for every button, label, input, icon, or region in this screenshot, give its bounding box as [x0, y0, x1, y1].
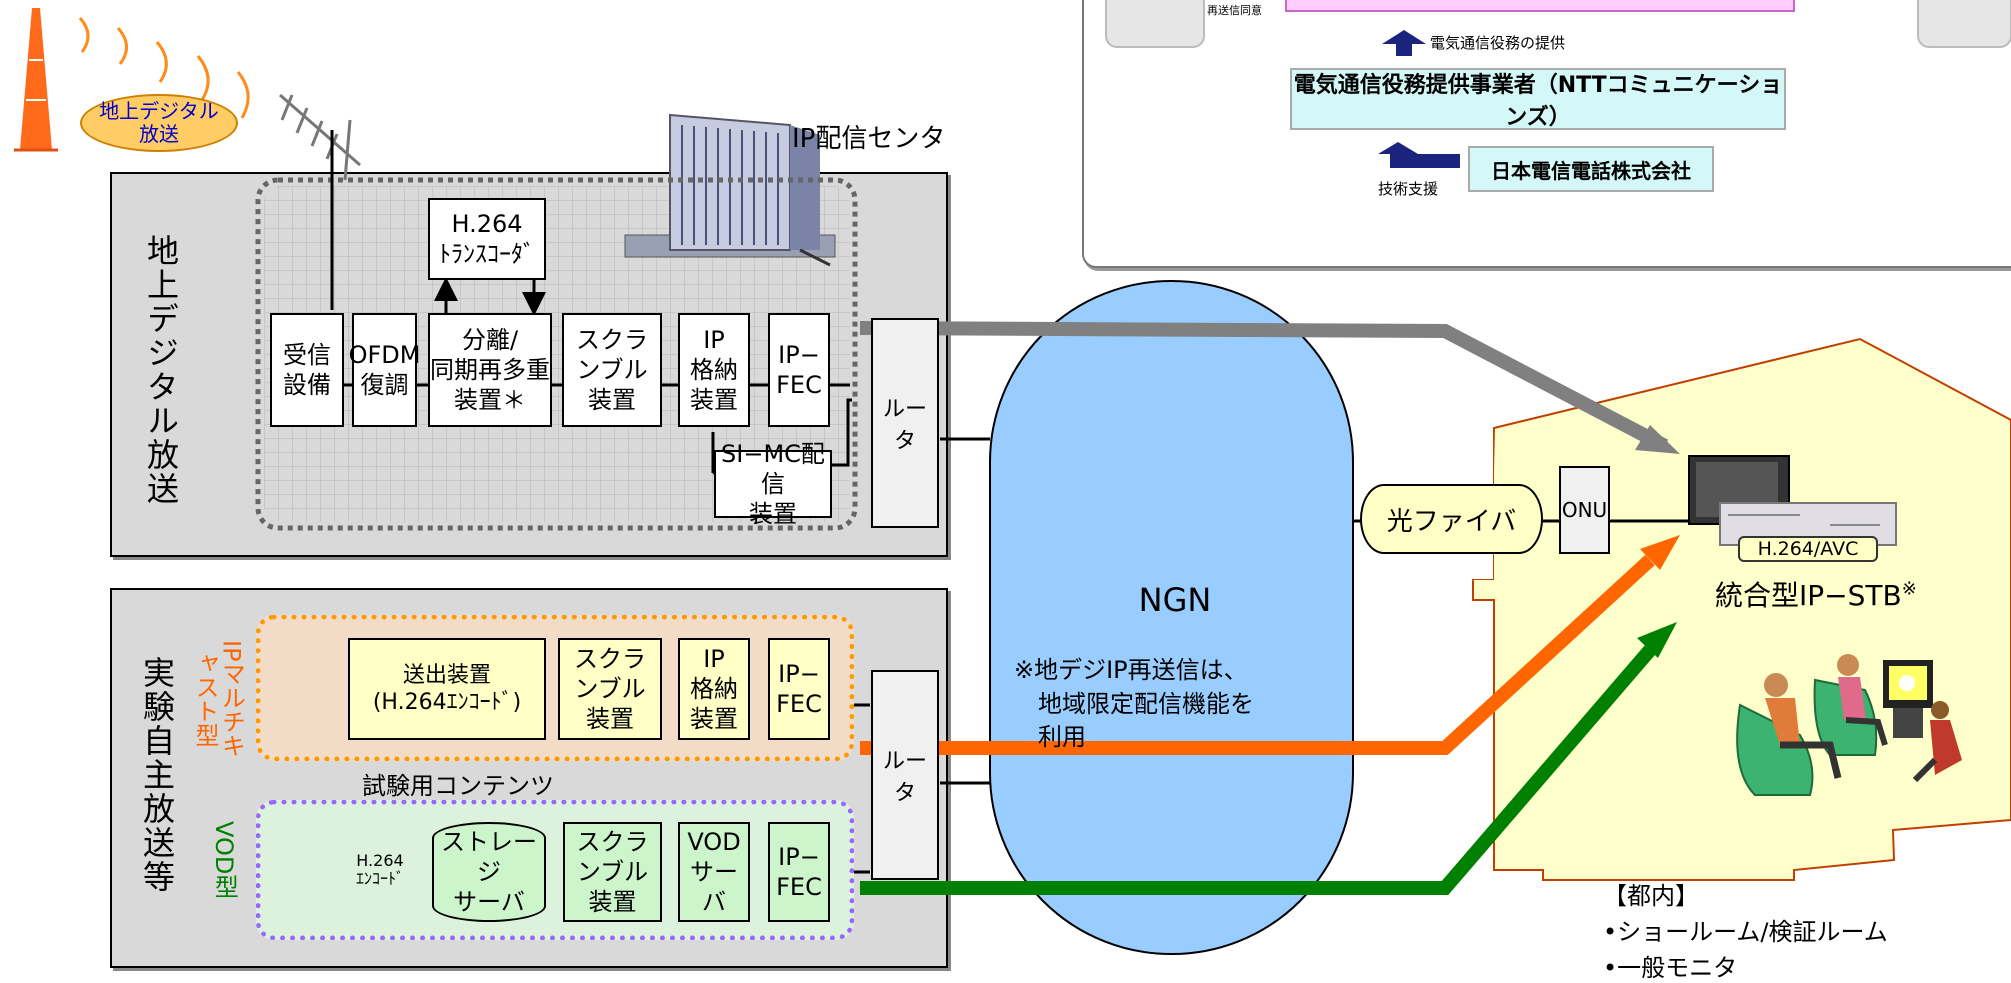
tech-support-arrow-stem — [1390, 154, 1460, 168]
pink-bar — [1285, 0, 1795, 12]
ntt-box: 日本電信電話株式会社 — [1468, 146, 1714, 192]
scramble-box-vod: スクラ ンブル 装置 — [563, 822, 662, 922]
fiber-cylinder: 光ファイバ — [1360, 484, 1543, 554]
telecom-provider-box: 電気通信役務提供事業者（NTTコミュニケーションズ） — [1290, 68, 1786, 130]
terrestrial-section-title: 地上デジタル放送 — [142, 234, 180, 506]
radio-waves-icon — [78, 17, 250, 119]
location-item: •ショールーム/検証ルーム — [1603, 918, 1888, 946]
organization-panel — [1082, 0, 2011, 268]
fiber-label: 光ファイバ — [1386, 506, 1517, 537]
service-provision-label: 電気通信役務の提供 — [1430, 34, 1566, 52]
scramble-box-terrestrial: スクラ ンブル 装置 — [562, 313, 662, 427]
ngn-label: NGN — [1138, 581, 1212, 619]
family-watching-tv-illustration — [1736, 654, 1962, 796]
ip-fec-box-terrestrial: IP− FEC — [768, 313, 830, 427]
multicast-signal-arrow — [860, 554, 1655, 755]
stb-label-text: 統合型IP−STB — [1715, 579, 1902, 612]
terrestrial-connectors — [330, 130, 1725, 785]
multicast-type-label: IPマルチキャスト型 — [191, 640, 246, 758]
service-up-arrow-icon — [1382, 30, 1426, 44]
ip-fec-box-vod: IP− FEC — [768, 822, 830, 922]
onu-box: ONU — [1559, 466, 1610, 554]
vod-signal-arrow — [860, 645, 1656, 895]
router-label-experimental: ルータ — [882, 749, 927, 806]
scramble-box-multicast: スクラ ンブル 装置 — [558, 638, 662, 740]
location-item: •一般モニタ — [1603, 954, 1738, 982]
location-heading: 【都内】 — [1603, 882, 1699, 910]
encoder-sender-box: 送出装置 (H.264ｴﾝｺｰﾄﾞ) — [348, 638, 546, 740]
tech-support-label: 技術支援 — [1378, 180, 1439, 198]
broadcaster-box-stub — [1105, 0, 1205, 48]
encode-label: H.264 ｴﾝｺｰﾄﾞ — [355, 851, 404, 888]
si-mc-box: SI−MC配信 装置 — [714, 440, 832, 528]
broadcast-tower-icon — [14, 8, 58, 152]
router-experimental: ルータ — [871, 670, 939, 880]
tv-icon — [1688, 455, 1790, 525]
onu-label: ONU — [1561, 498, 1608, 522]
router-terrestrial: ルータ — [871, 318, 939, 528]
multicast-area — [256, 615, 854, 761]
service-up-arrow-stem — [1396, 44, 1412, 56]
broadcast-bubble: 地上デジタル 放送 — [80, 94, 238, 152]
retransmission-consent-label: 再送信同意 — [1207, 4, 1262, 17]
terrestrial-signal-arrow — [859, 321, 1669, 453]
router-label-terrestrial: ルータ — [882, 397, 927, 454]
right-box-stub — [1917, 0, 2011, 48]
vod-area — [256, 800, 854, 940]
antenna-icon — [279, 93, 361, 181]
ip-fec-box-multicast: IP− FEC — [768, 638, 830, 740]
experimental-section-title: 実験自主放送等 — [138, 656, 176, 894]
stb-label-mark: ※ — [1901, 578, 1917, 600]
test-content-label: 試験用コンテンツ — [362, 772, 554, 800]
demux-remux-box: 分離/ 同期再多重 装置＊ — [428, 313, 552, 427]
codec-badge: H.264/AVC — [1738, 536, 1878, 562]
vod-server-box: VOD サーバ — [678, 822, 750, 922]
ip-packing-box-multicast: IP 格納 装置 — [678, 638, 750, 740]
ip-packing-box-terrestrial: IP 格納 装置 — [678, 313, 750, 427]
terrestrial-dotted-area — [255, 177, 858, 531]
receiver-box: 受信 設備 — [270, 313, 344, 427]
ngn-cloud — [989, 280, 1354, 955]
transcoder-box: H.264 ﾄﾗﾝｽｺｰﾀﾞ — [428, 198, 546, 280]
vod-type-label: VOD型 — [210, 821, 239, 899]
storage-server-box: ストレージ サーバ — [432, 822, 546, 922]
ofdm-demod-box: OFDM 復調 — [349, 313, 420, 427]
tech-support-arrow-icon — [1378, 142, 1418, 154]
ip-center-label: IP配信センタ — [792, 124, 946, 154]
stb-label: 統合型IP−STB※ — [1715, 574, 1917, 614]
ngn-note: ※地デジIP再送信は、 地域限定配信機能を 利用 — [1014, 656, 1254, 752]
